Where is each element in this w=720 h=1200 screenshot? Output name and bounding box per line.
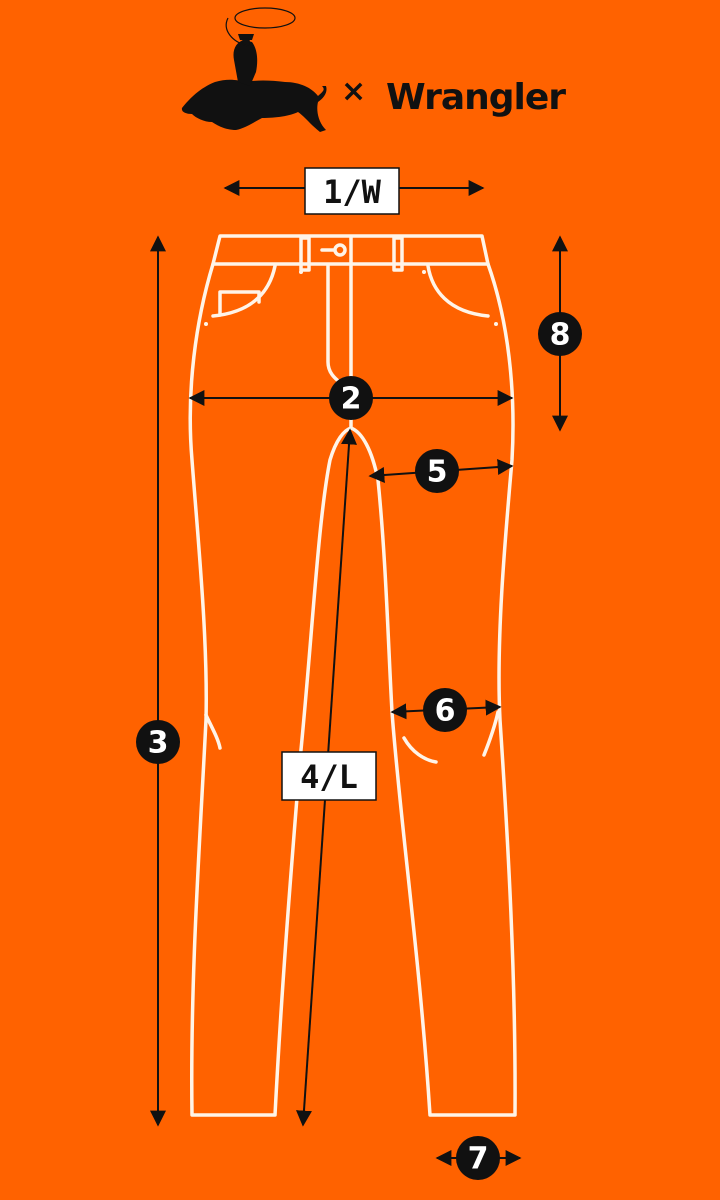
inseam-label: 4/L: [300, 758, 358, 796]
boar-rider-lasso-icon: [181, 34, 327, 132]
logo-separator: ×: [341, 74, 365, 109]
thigh-measurement: 5: [368, 449, 514, 493]
rise-measurement: 8: [538, 235, 582, 432]
hip-measurement: 2: [188, 376, 514, 420]
inseam-measurement: 4/L: [281, 428, 377, 1127]
thigh-label: 5: [427, 455, 448, 490]
leg-opening-label: 7: [468, 1142, 489, 1177]
outseam-measurement: 3: [136, 235, 180, 1127]
wrangler-logo: Wrangler: [386, 77, 566, 118]
jeans-outline: [188, 234, 517, 1117]
outseam-label: 3: [148, 726, 169, 761]
hip-label: 2: [341, 382, 362, 417]
knee-measurement: 6: [390, 688, 502, 732]
waist-label: 1/W: [323, 173, 382, 211]
lasso-icon: [225, 7, 296, 47]
leg-opening-measurement: 7: [435, 1136, 522, 1180]
rise-label: 8: [550, 318, 571, 353]
waist-measurement: 1/W: [223, 167, 485, 215]
knee-label: 6: [435, 694, 456, 729]
